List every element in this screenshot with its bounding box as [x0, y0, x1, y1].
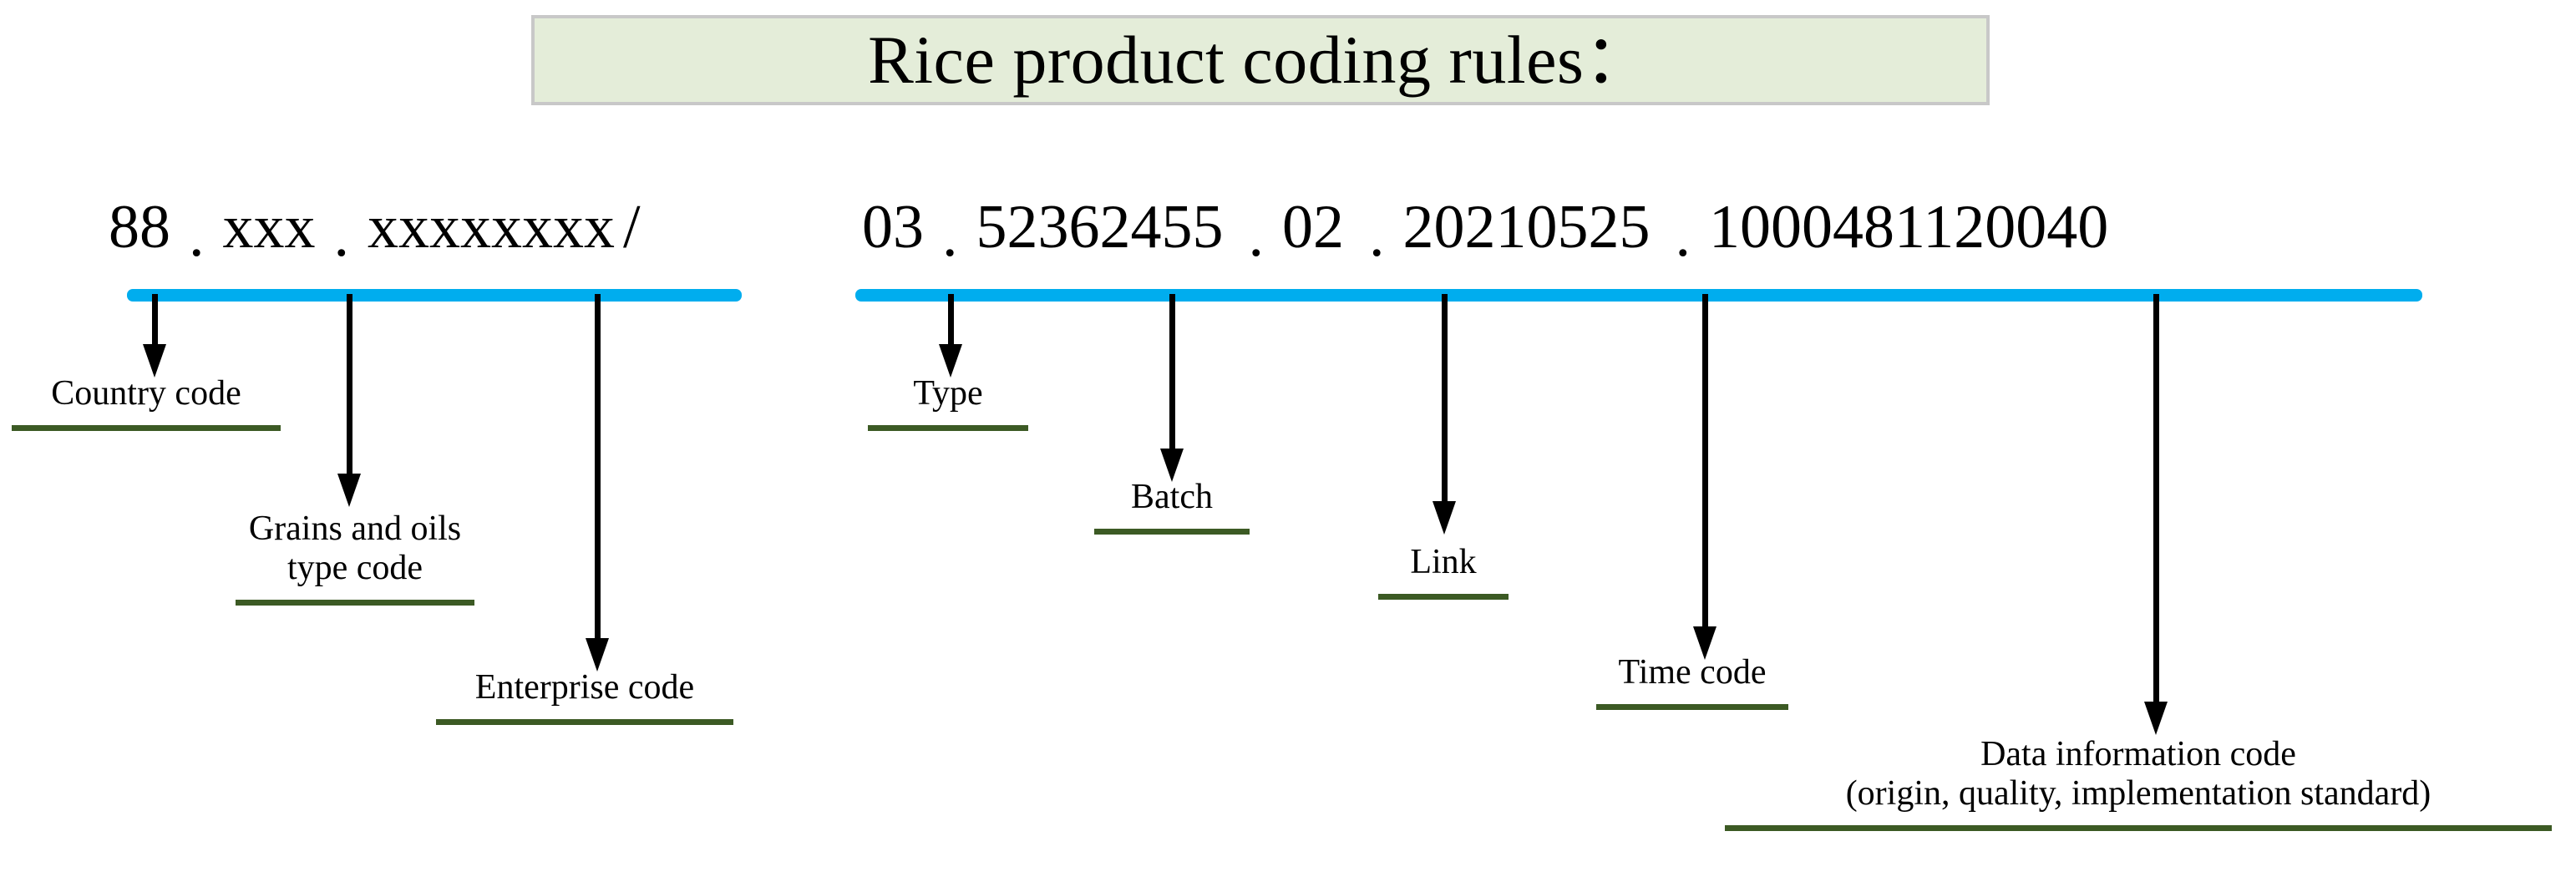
caption-data-information-code: Data information code (origin, quality, …: [1712, 735, 2564, 832]
caption-underline: [868, 425, 1028, 432]
caption-line: Time code: [1618, 653, 1767, 692]
code-segment-type: 03: [862, 193, 924, 261]
caption-line: Country code: [51, 374, 241, 413]
caption-line: type code: [287, 549, 423, 588]
code-separator: .: [1369, 201, 1385, 270]
caption-line: Grains and oils: [248, 509, 462, 548]
code-segment-time-code: 20210525: [1402, 193, 1651, 261]
caption-line: Data information code: [1980, 735, 2296, 773]
code-segment-data-information-code: 1000481120040: [1709, 193, 2109, 261]
code-segment-grains-and-oils-type-code: xxx: [222, 193, 316, 261]
caption-type: Type: [854, 374, 1042, 432]
code-segment-batch: 52362455: [976, 193, 1224, 261]
page-title: Rice product coding rules：: [868, 22, 1653, 98]
caption-underline: [436, 719, 733, 726]
caption-link: Link: [1370, 543, 1517, 601]
caption-line: Enterprise code: [474, 668, 695, 707]
title-banner: Rice product coding rules：: [531, 15, 1990, 105]
code-slash: /: [623, 193, 641, 261]
caption-country-code: Country code: [0, 374, 292, 432]
code-segment-link: 02: [1282, 193, 1344, 261]
blue-rule-right: [855, 289, 2422, 302]
caption-line: Link: [1410, 543, 1477, 581]
caption-line: Type: [913, 374, 983, 413]
caption-batch: Batch: [1079, 478, 1265, 535]
caption-underline: [1378, 594, 1509, 601]
blue-rule-left: [127, 289, 742, 302]
caption-underline: [1596, 704, 1788, 711]
caption-enterprise-code: Enterprise code: [426, 668, 743, 726]
caption-underline: [1094, 529, 1250, 535]
code-separator: .: [333, 201, 350, 270]
code-separator: .: [189, 201, 205, 270]
code-segment-enterprise-code: xxxxxxxx: [368, 193, 615, 261]
caption-underline: [12, 425, 281, 432]
caption-underline: [236, 600, 474, 606]
caption-grains-and-oils-type-code: Grains and oils type code: [209, 509, 501, 606]
code-segment-country-code: 88: [109, 193, 170, 261]
code-separator: .: [1248, 201, 1265, 270]
code-separator: .: [942, 201, 958, 270]
caption-underline: [1725, 825, 2552, 832]
caption-line: (origin, quality, implementation standar…: [1845, 774, 2431, 814]
code-string-left: 88 . xxx . xxxxxxxx /: [109, 185, 641, 269]
code-separator: .: [1675, 201, 1691, 270]
caption-time-code: Time code: [1570, 653, 1814, 711]
code-string-right: 03 . 52362455 . 02 . 20210525 . 10004811…: [862, 185, 2108, 269]
caption-line: Batch: [1131, 478, 1213, 516]
